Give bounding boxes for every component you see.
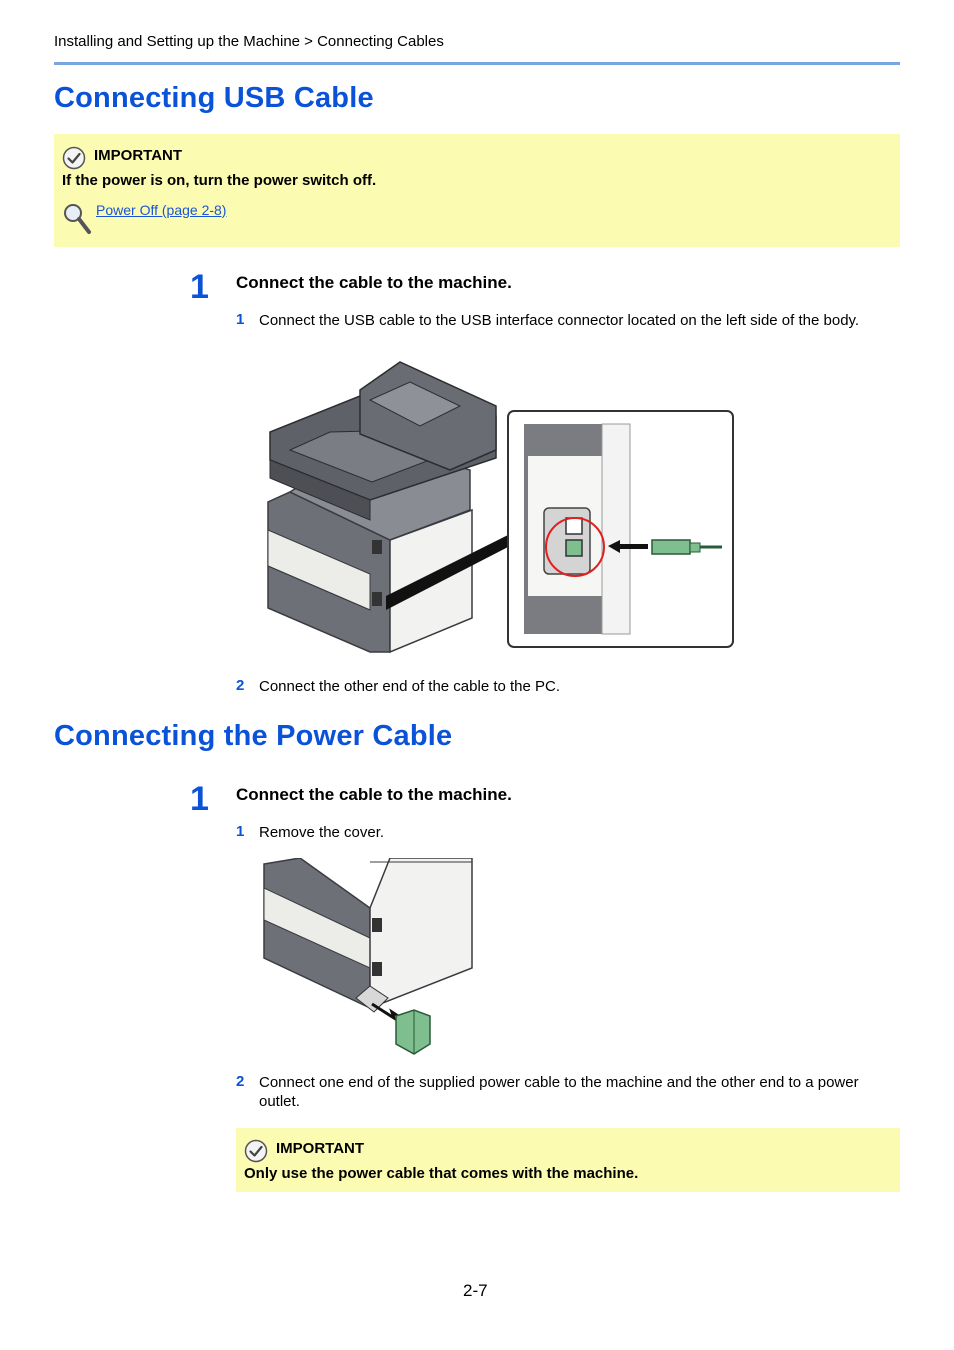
substep-text: Connect the USB cable to the USB interfa… [259,312,860,329]
important-note-usb: IMPORTANT If the power is on, turn the p… [54,134,900,247]
substep-number: 2 [236,1073,245,1090]
important-text: If the power is on, turn the power switc… [62,172,377,189]
important-note-power: IMPORTANT Only use the power cable that … [236,1128,900,1192]
section-title-power: Connecting the Power Cable [54,720,453,752]
substep-text: Connect the other end of the cable to th… [259,678,561,695]
substep-number: 1 [236,823,245,840]
substep-number: 1 [236,311,245,328]
substep-text: Connect one end of the supplied power ca… [259,1074,859,1110]
important-label: IMPORTANT [276,1140,365,1157]
substep-text: Remove the cover. [259,824,385,841]
check-icon [244,1139,268,1163]
step-number: 1 [190,268,209,306]
important-text: Only use the power cable that comes with… [244,1165,639,1182]
step-number: 1 [190,780,209,818]
important-label: IMPORTANT [94,147,183,164]
page-number: 2-7 [463,1281,488,1300]
breadcrumb: Installing and Setting up the Machine > … [54,33,444,50]
check-icon [62,146,86,170]
substep-number: 2 [236,677,245,694]
step-title: Connect the cable to the machine. [236,273,512,292]
remove-cover-illustration [260,857,480,1058]
usb-connection-illustration [260,360,740,660]
section-title-usb: Connecting USB Cable [54,82,374,114]
step-title: Connect the cable to the machine. [236,785,512,804]
header-rule [54,62,900,65]
power-off-link[interactable]: Power Off (page 2-8) [96,202,227,218]
magnifier-icon [62,202,92,238]
